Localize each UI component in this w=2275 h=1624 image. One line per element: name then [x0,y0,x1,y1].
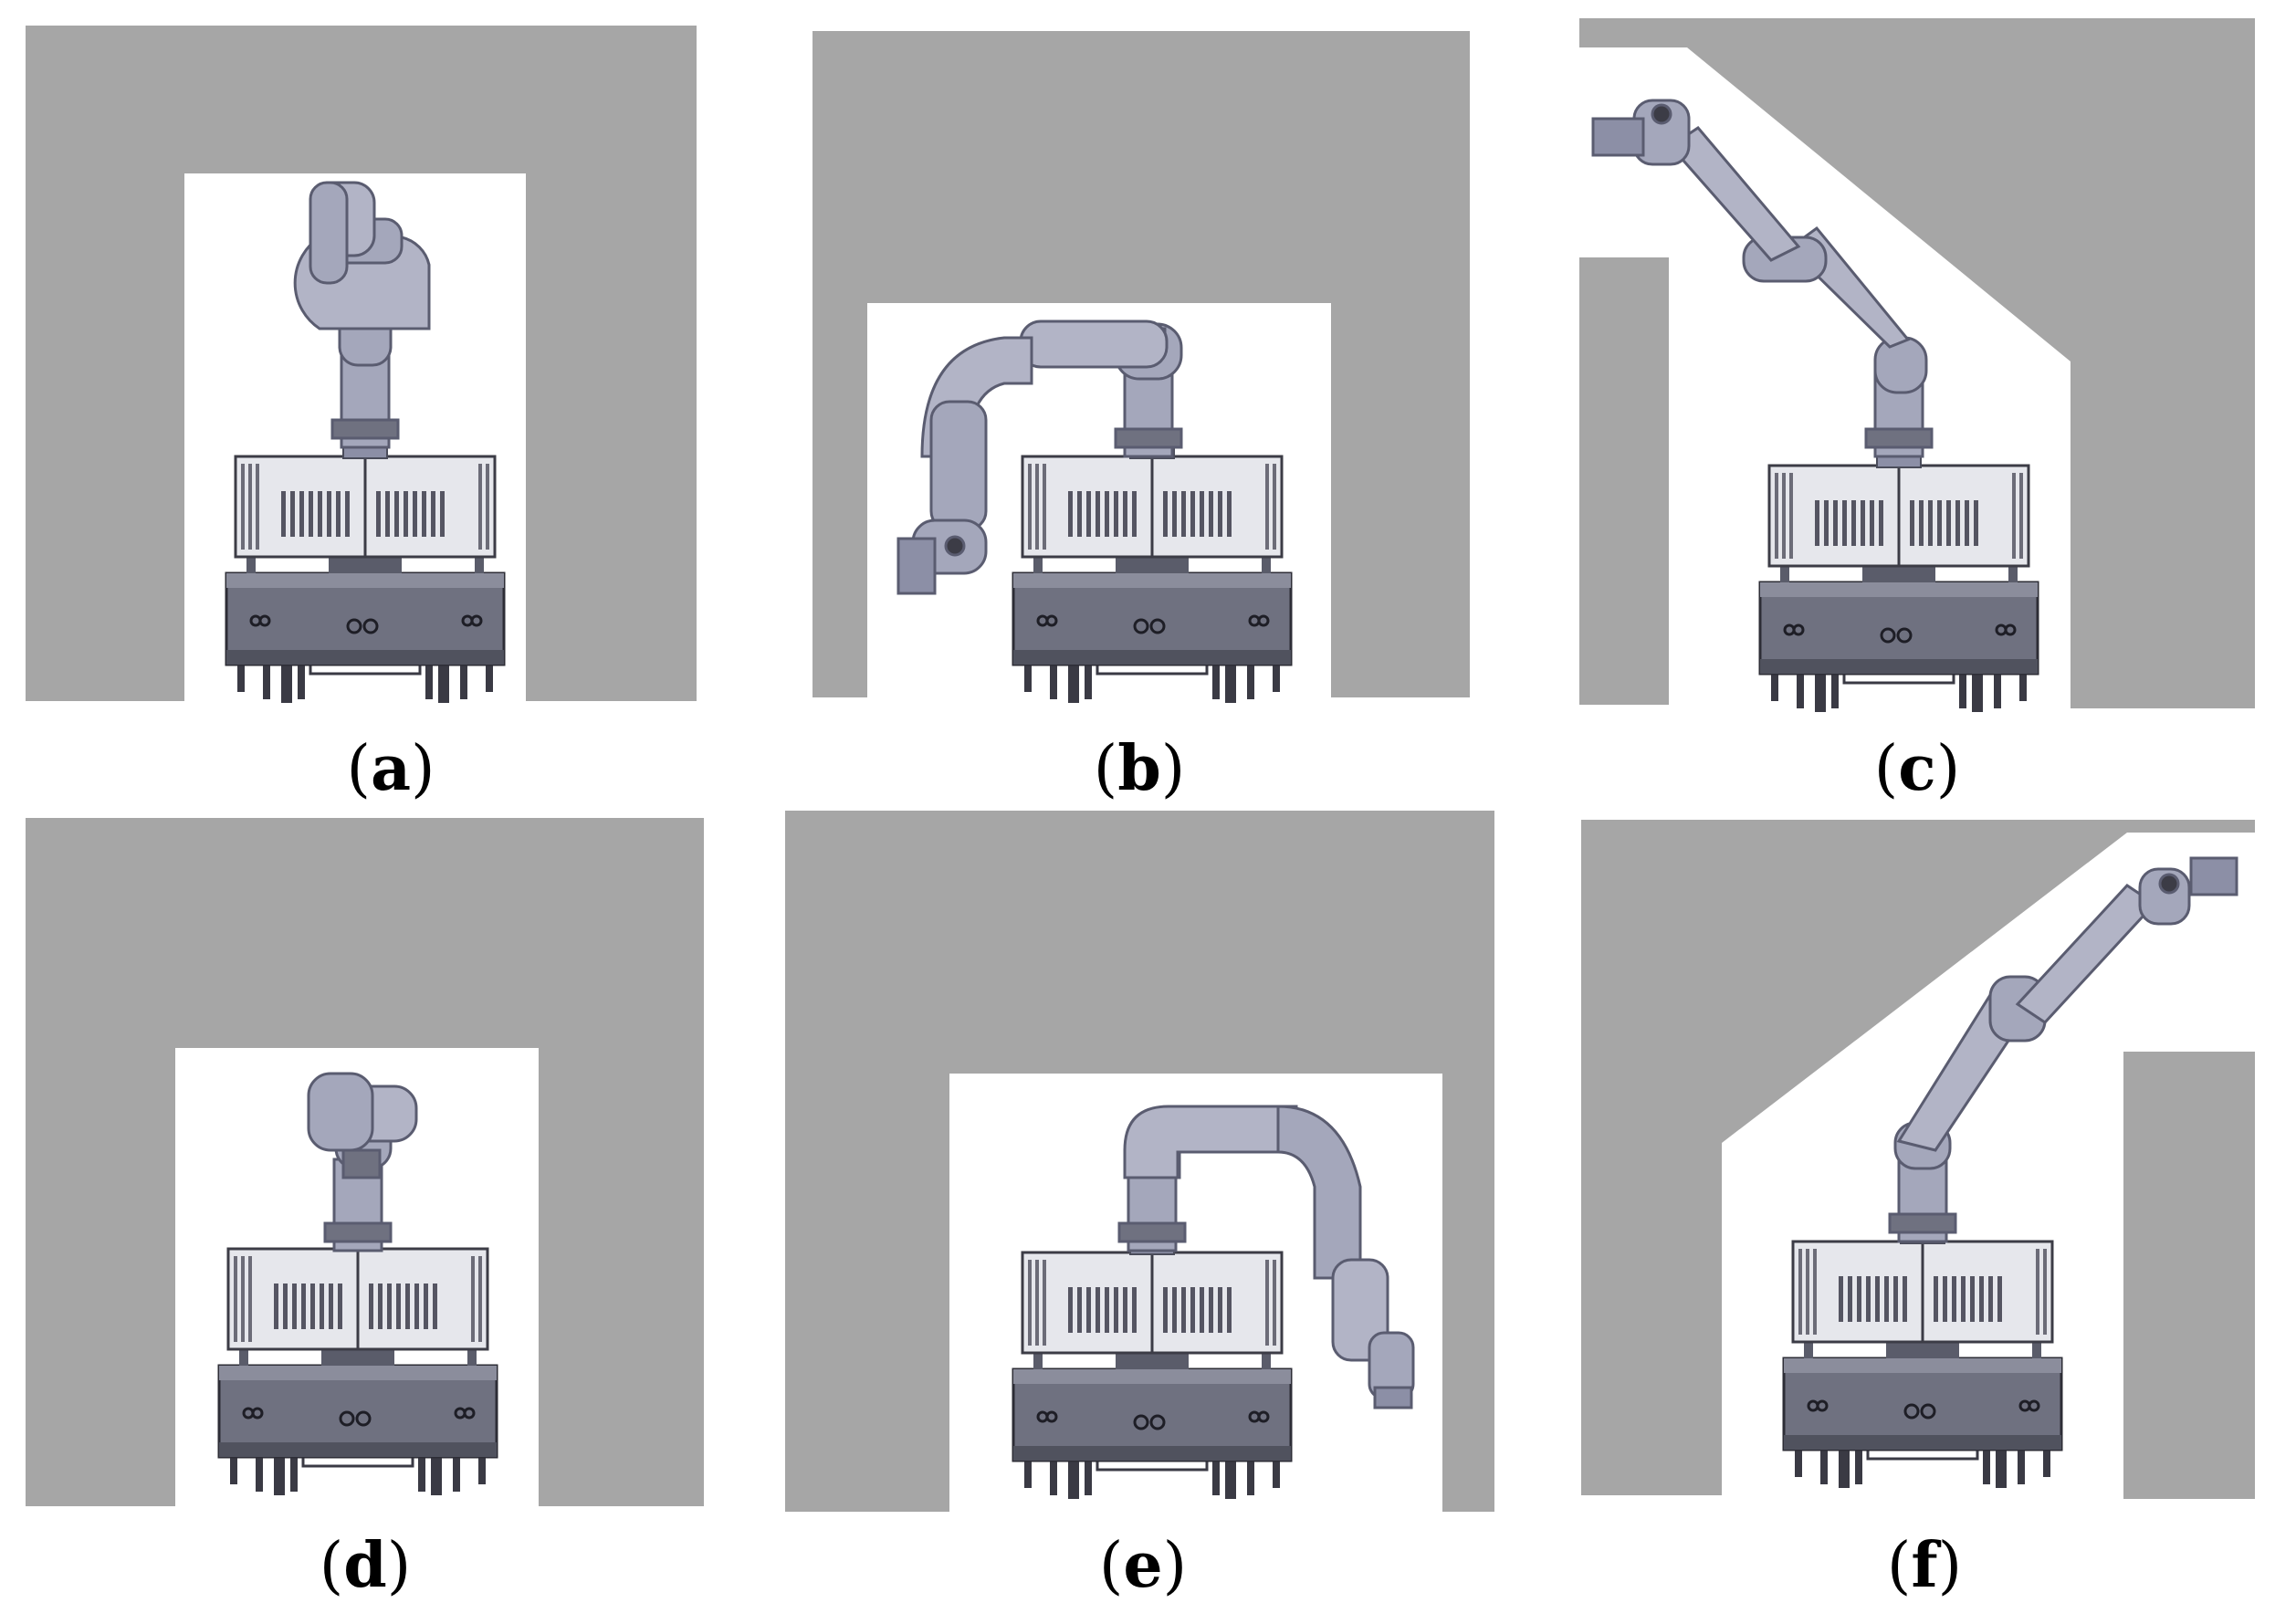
panel-e: (e) [785,811,1494,1602]
mobile-robot-base [1758,445,2039,714]
robot-arm [896,320,1183,595]
mobile-robot-base [1012,1232,1293,1501]
obstacle-region [1579,257,1669,705]
panel-caption: (d) [320,1529,412,1602]
obstacle-region [812,31,1470,697]
panel-caption: (f) [1887,1529,1962,1602]
panel-caption: (b) [1094,732,1186,805]
robot-arm [1888,856,2238,1243]
robot-arm [1117,1105,1415,1409]
obstacle-region [1581,820,2255,1495]
panel-caption: (e) [1099,1529,1187,1602]
mobile-robot-base [225,436,506,705]
panel-caption: (a) [346,732,435,805]
obstacle-region [785,811,1494,1512]
obstacle-region [26,818,704,1506]
robot-arm [1591,99,1934,458]
panel-c: (c) [1579,18,2255,805]
panel-caption: (c) [1874,732,1960,805]
robot-arm [307,1072,418,1252]
mobile-robot-base [1782,1221,2063,1490]
mobile-robot-base [1012,436,1293,705]
panel-b: (b) [812,31,1470,805]
panel-f: (f) [1581,820,2255,1602]
panel-d: (d) [26,818,704,1602]
panel-a: (a) [26,26,697,805]
robot-arm [293,181,431,449]
obstacle-region [26,26,697,701]
mobile-robot-base [217,1229,498,1497]
obstacle-region [1579,18,2255,708]
obstacle-region [2123,1052,2255,1499]
